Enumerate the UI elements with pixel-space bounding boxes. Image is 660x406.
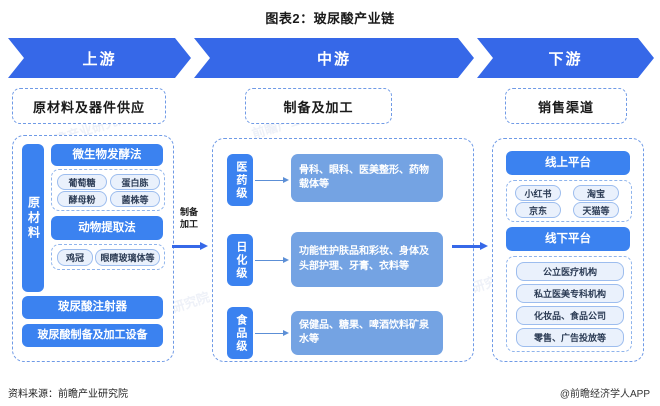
banner-label-upstream: 上游 bbox=[82, 50, 117, 68]
online-items-group: 小红书 淘宝 京东 天猫等 bbox=[506, 180, 632, 222]
channel-offline-platform[interactable]: 线下平台 bbox=[506, 227, 630, 251]
animal-items-group: 鸡冠 眼睛玻璃体等 bbox=[51, 244, 165, 270]
banner-segment-upstream[interactable]: 上游 bbox=[8, 38, 191, 78]
chart-title: 图表2：玻尿酸产业链 bbox=[265, 11, 395, 26]
grade-pharmaceutical[interactable]: 医药级 bbox=[227, 154, 253, 206]
method-microbial-fermentation[interactable]: 微生物发酵法 bbox=[51, 144, 163, 166]
microbial-items-group: 葡萄糖 蛋白胨 酵母粉 菌株等 bbox=[51, 169, 165, 211]
connector-label-preparation: 制备 加工 bbox=[179, 207, 198, 229]
credit-note: @前瞻经济学人APP bbox=[559, 389, 650, 400]
chip-strains[interactable]: 菌株等 bbox=[110, 191, 160, 207]
grade-daily-chemical[interactable]: 日化级 bbox=[227, 234, 253, 286]
desc-pharmaceutical: 骨科、眼科、医美整形、药物载体等 bbox=[291, 154, 443, 202]
channel-online-platform[interactable]: 线上平台 bbox=[506, 151, 630, 175]
offline-items-group: 公立医疗机构 私立医美专科机构 化妆品、食品公司 零售、广告投放等 bbox=[506, 256, 632, 352]
source-note: 资料来源：前瞻产业研究院 bbox=[8, 389, 128, 400]
section-header-midstream: 制备及加工 bbox=[245, 88, 392, 124]
section-header-upstream: 原材料及器件供应 bbox=[12, 88, 166, 124]
method-animal-extraction[interactable]: 动物提取法 bbox=[51, 216, 163, 240]
chip-jd[interactable]: 京东 bbox=[515, 202, 561, 218]
stage-banner: 上游 中游 下游 bbox=[8, 38, 654, 78]
chip-yeast-powder[interactable]: 酵母粉 bbox=[57, 191, 107, 207]
banner-label-midstream: 中游 bbox=[316, 50, 351, 68]
upstream-side-label: 原材料 bbox=[22, 144, 44, 292]
upstream-group: 原材料 微生物发酵法 葡萄糖 蛋白胨 酵母粉 菌株等 动物提取法 鸡冠 眼睛玻璃… bbox=[12, 135, 174, 362]
chip-glucose[interactable]: 葡萄糖 bbox=[57, 174, 107, 190]
chip-cockscomb[interactable]: 鸡冠 bbox=[57, 249, 93, 266]
chip-vitreous-body[interactable]: 眼睛玻璃体等 bbox=[95, 249, 160, 266]
desc-daily-chemical: 功能性护肤品和彩妆、身体及头部护理、牙膏、衣料等 bbox=[291, 232, 443, 287]
grade-food[interactable]: 食品级 bbox=[227, 307, 253, 359]
chip-peptone[interactable]: 蛋白胨 bbox=[110, 174, 160, 190]
chip-taobao[interactable]: 淘宝 bbox=[573, 185, 619, 201]
chip-cosmetics-food-companies[interactable]: 化妆品、食品公司 bbox=[516, 306, 624, 325]
banner-segment-downstream[interactable]: 下游 bbox=[477, 38, 654, 78]
chip-public-medical-institutions[interactable]: 公立医疗机构 bbox=[516, 262, 624, 281]
section-header-downstream: 销售渠道 bbox=[505, 88, 627, 124]
midstream-group: 医药级 骨科、眼科、医美整形、药物载体等 日化级 功能性护肤品和彩妆、身体及头部… bbox=[212, 138, 474, 362]
device-ha-injector[interactable]: 玻尿酸注射器 bbox=[22, 296, 163, 319]
chip-tmall[interactable]: 天猫等 bbox=[573, 202, 619, 218]
banner-segment-midstream[interactable]: 中游 bbox=[194, 38, 474, 78]
downstream-group: 线上平台 小红书 淘宝 京东 天猫等 线下平台 公立医疗机构 私立医美专科机构 … bbox=[492, 138, 644, 362]
chip-retail-advertising[interactable]: 零售、广告投放等 bbox=[516, 328, 624, 347]
chip-xiaohongshu[interactable]: 小红书 bbox=[515, 185, 561, 201]
desc-food: 保健品、糖果、啤酒饮料矿泉水等 bbox=[291, 311, 443, 355]
chip-private-aesthetic-clinics[interactable]: 私立医美专科机构 bbox=[516, 284, 624, 303]
banner-label-downstream: 下游 bbox=[548, 50, 583, 68]
device-ha-production-equipment[interactable]: 玻尿酸制备及加工设备 bbox=[22, 324, 163, 347]
